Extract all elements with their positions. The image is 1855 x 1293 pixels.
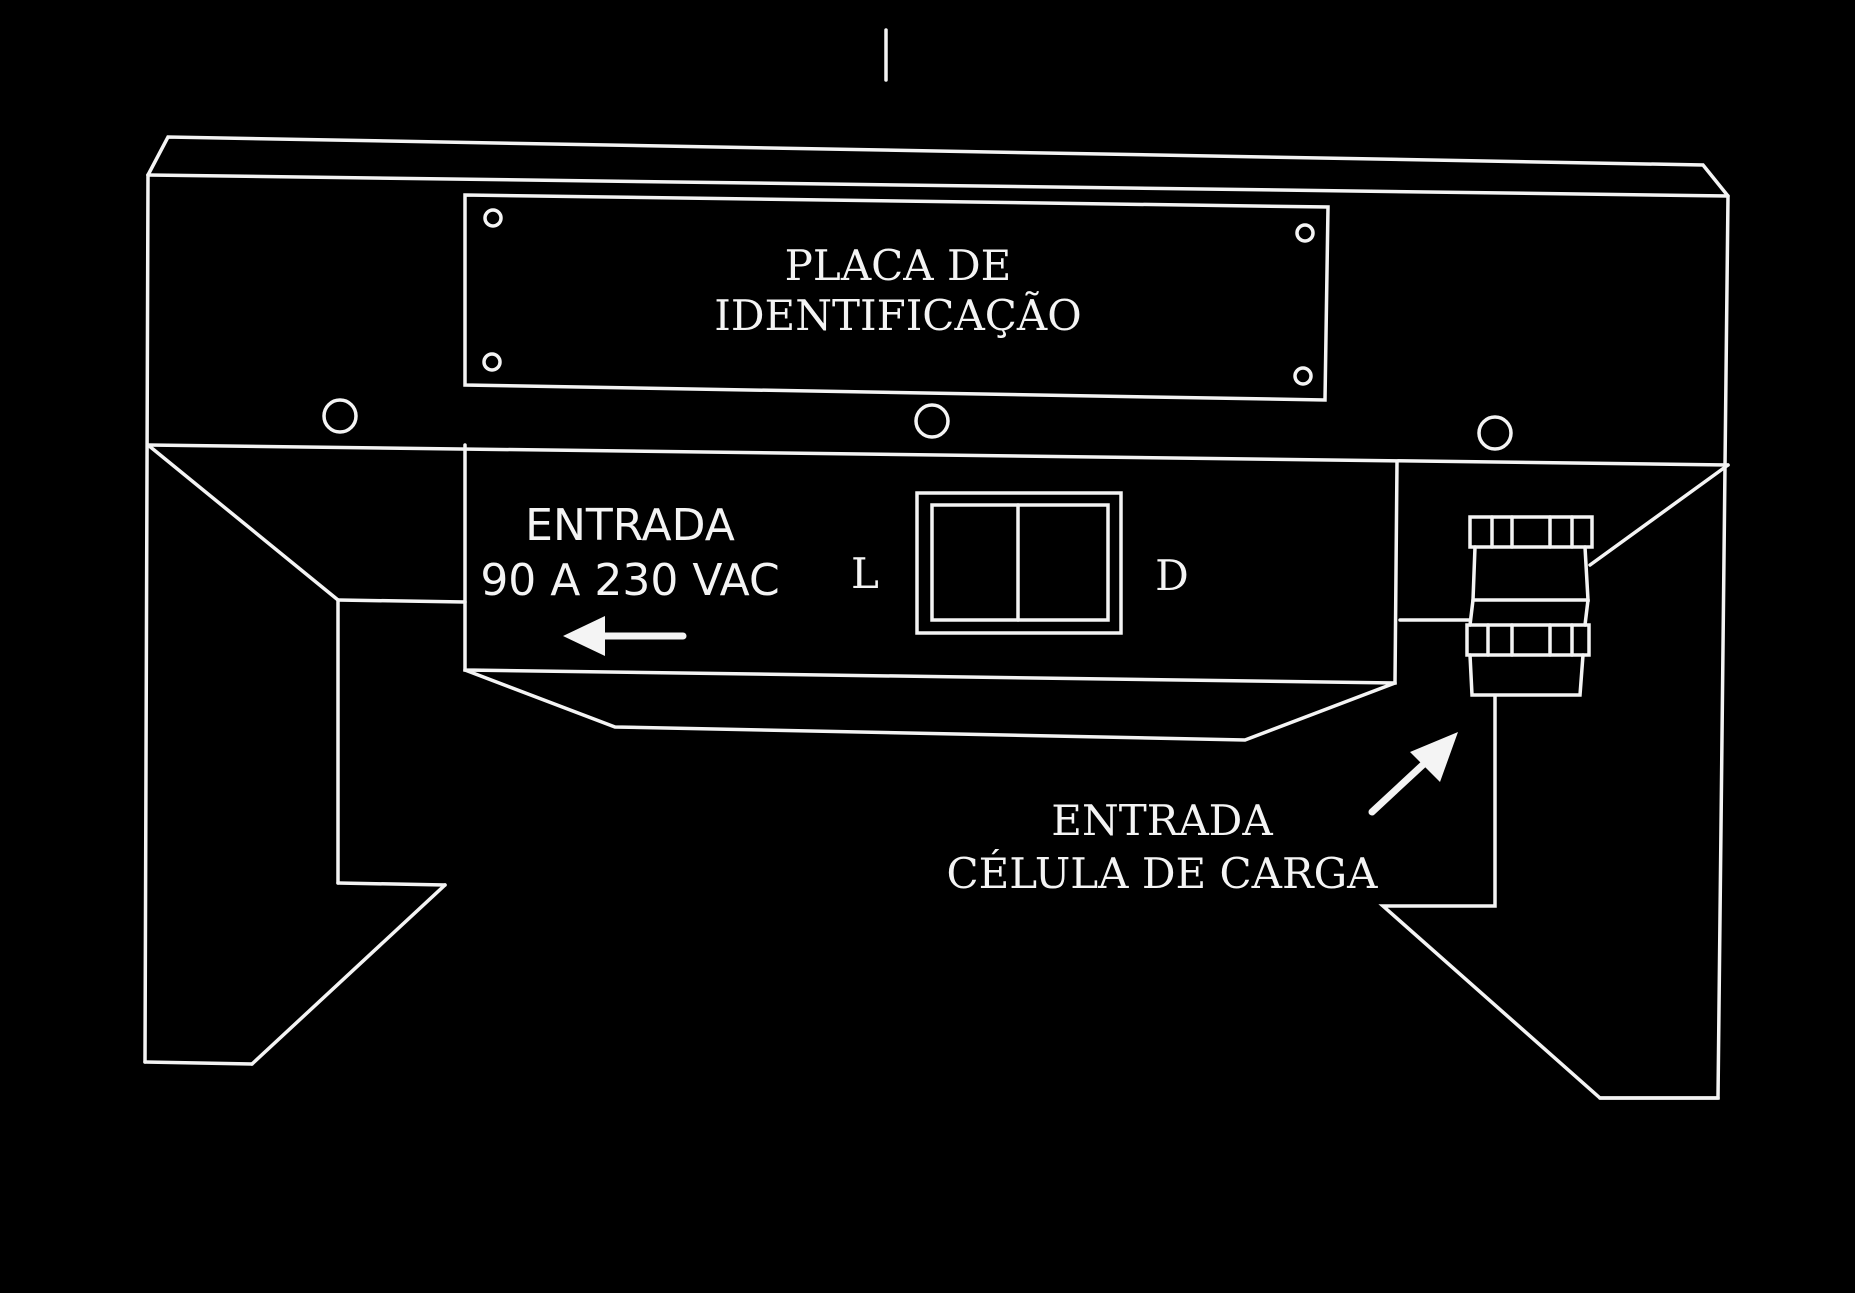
mounting-hole-right-icon: [1477, 415, 1513, 451]
arrow-left-icon: [563, 616, 687, 656]
nameplate-label-line1: PLACA DE: [785, 241, 1012, 290]
mounting-hole-center-icon: [914, 403, 950, 439]
power-switch[interactable]: [915, 491, 1123, 635]
nameplate: PLACA DE IDENTIFICAÇÃO: [463, 193, 1330, 402]
connector-panel: [463, 443, 1399, 742]
power-input-label-line1: ENTRADA: [525, 500, 735, 551]
screw-icon: [482, 352, 502, 372]
power-input-label-line2: 90 A 230 VAC: [480, 555, 779, 606]
screw-icon: [1295, 223, 1315, 243]
nameplate-label-line2: IDENTIFICAÇÃO: [714, 290, 1081, 340]
mounting-hole-left-icon: [322, 398, 358, 434]
housing: [143, 135, 1730, 1100]
mounting-holes: [322, 398, 1513, 451]
arrow-up-right-icon: [1368, 732, 1458, 816]
screw-icon: [1293, 366, 1313, 386]
screw-icon: [483, 208, 503, 228]
load-cell-connector[interactable]: [1465, 515, 1594, 697]
switch-label-right: D: [1155, 551, 1189, 600]
load-cell-label-line1: ENTRADA: [1051, 796, 1273, 845]
switch-label-left: L: [851, 549, 879, 598]
load-cell-label-line2: CÉLULA DE CARGA: [946, 848, 1378, 898]
